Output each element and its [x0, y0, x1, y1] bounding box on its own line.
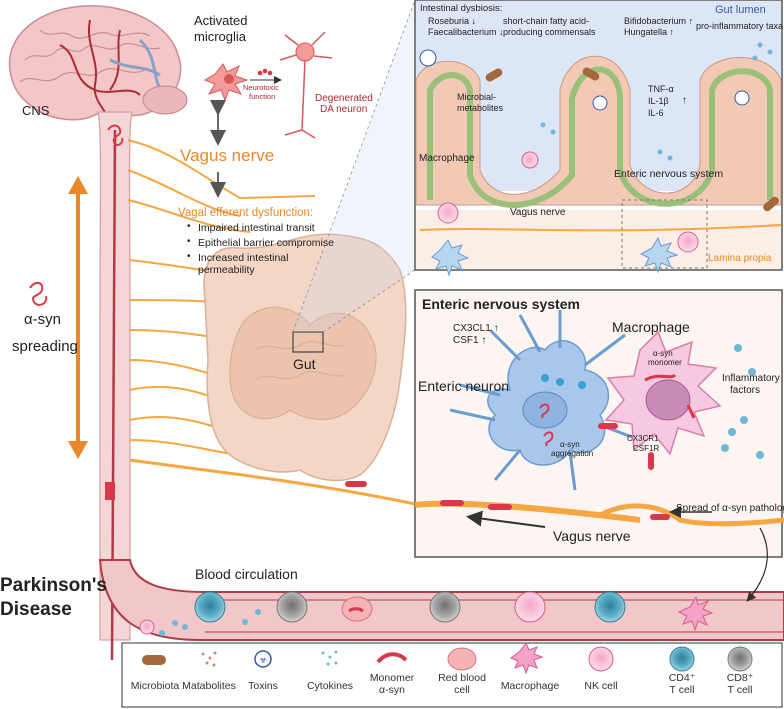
- microbial-label-2: metabolites: [457, 103, 504, 113]
- bullet-1: •: [187, 221, 191, 232]
- dysbiosis-title: Intestinal dysbiosis:: [420, 3, 503, 14]
- asyn-spreading-label-2: spreading: [12, 338, 78, 355]
- hungatella-label: Hungatella ↑: [624, 27, 675, 37]
- gut-label: Gut: [293, 356, 316, 372]
- cx3cl1-label: CX3CL1 ↑: [453, 323, 499, 334]
- legend-label: Cytokines: [306, 680, 354, 692]
- asyn-spreading-label-1: α-syn: [24, 311, 62, 328]
- brainstem-asyn-icon: [107, 124, 124, 146]
- bifido-label: Bifidobacterium ↑: [624, 16, 694, 26]
- legend-label: CD4⁺ T cell: [668, 672, 696, 696]
- neurotoxic-label-2: function: [249, 92, 276, 101]
- gut-lumen-panel: [414, 0, 783, 277]
- il1b-label: IL-1β: [648, 96, 669, 106]
- aggregation-label-2: aggregation: [551, 449, 594, 458]
- legend-item-macrophage: Macrophage: [495, 642, 565, 708]
- legend-label: Matabolites: [182, 680, 236, 692]
- blood-circulation-label: Blood circulation: [195, 566, 298, 582]
- csf1r-label: CSF1R: [633, 444, 660, 453]
- vagal-dysfunction-title: Vagal efferent dysfunction:: [178, 207, 314, 219]
- legend-item-cd4-t-cell: CD4⁺ T cell: [647, 642, 717, 708]
- gut-zoom-box: [292, 331, 324, 353]
- brain-icon: [8, 5, 188, 121]
- legend-item-monomer-asyn: Monomer α-syn: [357, 642, 427, 708]
- roseburia-label: Roseburia ↓: [428, 16, 477, 26]
- cx3cr1-label: CX3CR1: [627, 434, 659, 443]
- neurotoxic-label-1: Neurotoxic: [243, 83, 279, 92]
- panel-ens-label: Enteric nervous system: [614, 168, 724, 180]
- legend-label: NK cell: [584, 680, 618, 692]
- disease-label-1: Parkinson's: [0, 575, 107, 596]
- vagus-nerve-title: Vagus nerve: [180, 146, 275, 165]
- panel-macrophage-label: Macrophage: [419, 153, 475, 164]
- microbial-label-1: Microbial-: [457, 92, 497, 102]
- cytokine-arrow: ↑: [682, 95, 687, 106]
- ens-title: Enteric nervous system: [422, 296, 580, 312]
- cns-label: CNS: [22, 103, 50, 118]
- spread-label: Spread of α-syn pathology: [676, 503, 784, 514]
- legend-label: Microbiota: [130, 680, 180, 692]
- gut-icon: [203, 233, 407, 482]
- legend-label: Macrophage: [500, 680, 560, 692]
- inflam-label-2: factors: [730, 385, 761, 396]
- degenerated-da-neuron-icon: [279, 31, 333, 139]
- legend-item-microbiota: Microbiota: [120, 642, 190, 708]
- svg-text:☣: ☣: [259, 656, 267, 666]
- bullet-3: •: [187, 251, 191, 262]
- panel-vagus-label: Vagus nerve: [510, 207, 566, 218]
- legend-label: Toxins: [248, 680, 278, 692]
- da-neuron-label-1: Degenerated: [315, 93, 373, 104]
- scfa-label-1: short-chain fatty acid-: [503, 16, 590, 26]
- legend-icons: ☣: [142, 642, 753, 675]
- blood-cells: [139, 591, 714, 636]
- ens-vagus-label: Vagus nerve: [553, 528, 631, 544]
- vagus-asyn-marker: [345, 481, 367, 487]
- csf1-label: CSF1 ↑: [453, 335, 487, 346]
- vagal-dysfunction-item-3: Increased intestinal: [198, 252, 289, 264]
- disease-label-2: Disease: [0, 599, 72, 620]
- da-neuron-label-2: DA neuron: [320, 104, 368, 115]
- spinal-asyn-marker: [105, 482, 115, 500]
- microglia-label-2: microglia: [194, 29, 247, 44]
- gut-lumen-label: Gut lumen: [715, 4, 766, 16]
- il6-label: IL-6: [648, 108, 664, 118]
- aggregation-label-1: α-syn: [560, 440, 580, 449]
- enteric-neuron-label: Enteric neuron: [418, 378, 510, 394]
- vagal-dysfunction-item-4: permeability: [198, 264, 255, 276]
- legend-item-cd8-t-cell: CD8⁺ T cell: [705, 642, 775, 708]
- bullet-2: •: [187, 236, 191, 247]
- legend-item-toxins: Toxins: [228, 642, 298, 708]
- legend-item-cytokines: Cytokines: [295, 642, 365, 708]
- tnf-label: TNF-α: [648, 84, 674, 94]
- ens-macrophage-label: Macrophage: [612, 319, 690, 335]
- lamina-label: Lamina propia: [708, 253, 772, 264]
- inflam-label-1: Inflammatory: [722, 373, 780, 384]
- vagal-dysfunction-item-1: Impaired intestinal transit: [198, 222, 315, 234]
- legend-label: Red blood cell: [438, 672, 486, 696]
- legend-item-nk-cell: NK cell: [566, 642, 636, 708]
- proinflam-label: pro-inflammatory taxa: [696, 21, 784, 31]
- asyn-spreading-icon: [29, 282, 48, 306]
- activated-microglia-icon: [203, 63, 249, 102]
- monomer-label-2: monomer: [648, 358, 682, 367]
- ens-panel: [414, 289, 784, 558]
- legend-label: CD8⁺ T cell: [726, 672, 754, 696]
- monomer-label-1: α-syn: [653, 349, 673, 358]
- legend-item-red-blood-cell: Red blood cell: [427, 642, 497, 708]
- legend-item-metabolites: Matabolites: [174, 642, 244, 708]
- microglia-label-1: Activated: [194, 13, 248, 28]
- faecali-label: Faecalibacterium ↓: [428, 27, 504, 37]
- legend-label: Monomer α-syn: [369, 672, 415, 696]
- scfa-label-2: producing commensals: [503, 27, 596, 37]
- vagal-dysfunction-item-2: Epithelial barrier compromise: [198, 237, 334, 249]
